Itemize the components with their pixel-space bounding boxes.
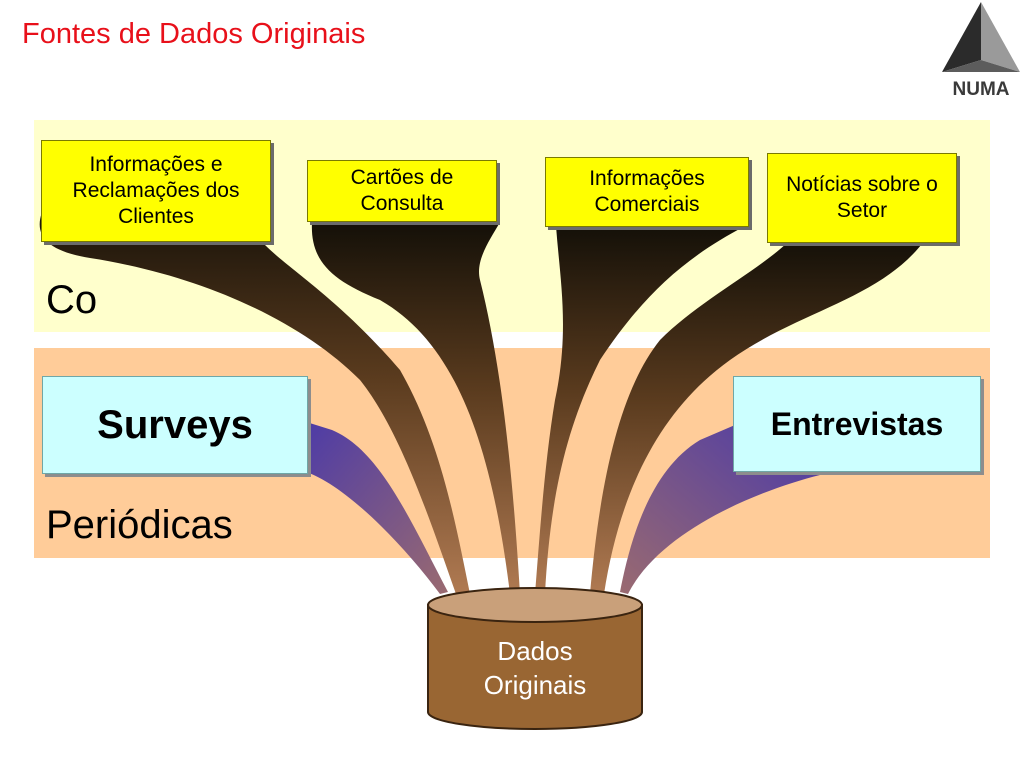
logo-pyramid-left-face [942, 2, 981, 72]
source-entrevistas: Entrevistas [733, 376, 981, 472]
target-label-line1: Dados [497, 636, 573, 666]
page-title: Fontes de Dados Originais [22, 18, 366, 50]
source-surveys: Surveys [42, 376, 308, 474]
logo-pyramid-base [942, 60, 1020, 72]
band-label-periodic: Periódicas [46, 503, 233, 547]
cylinder-top [427, 587, 643, 623]
flow-informacoes-comerciais [535, 226, 745, 594]
target-label: Dados Originais [428, 634, 642, 702]
cylinder-dados-originais [427, 587, 643, 730]
flow-noticias-setor [590, 240, 925, 594]
source-cartoes-consulta: Cartões de Consulta [307, 160, 497, 222]
logo-text: NUMA [953, 79, 1010, 100]
source-informacoes-clientes: Informações e Reclamações dos Clientes [41, 140, 271, 242]
numa-logo: NUMA [942, 2, 1020, 100]
flow-cartoes-consulta [311, 222, 520, 594]
band-label-continuous: Co [46, 278, 98, 322]
cylinder-body [427, 604, 643, 730]
flow-surveys [300, 420, 448, 594]
target-label-line2: Originais [483, 670, 587, 700]
source-informacoes-comerciais: Informações Comerciais [545, 157, 749, 227]
source-noticias-setor: Notícias sobre o Setor [767, 153, 957, 243]
logo-pyramid-right-face [981, 2, 1020, 72]
